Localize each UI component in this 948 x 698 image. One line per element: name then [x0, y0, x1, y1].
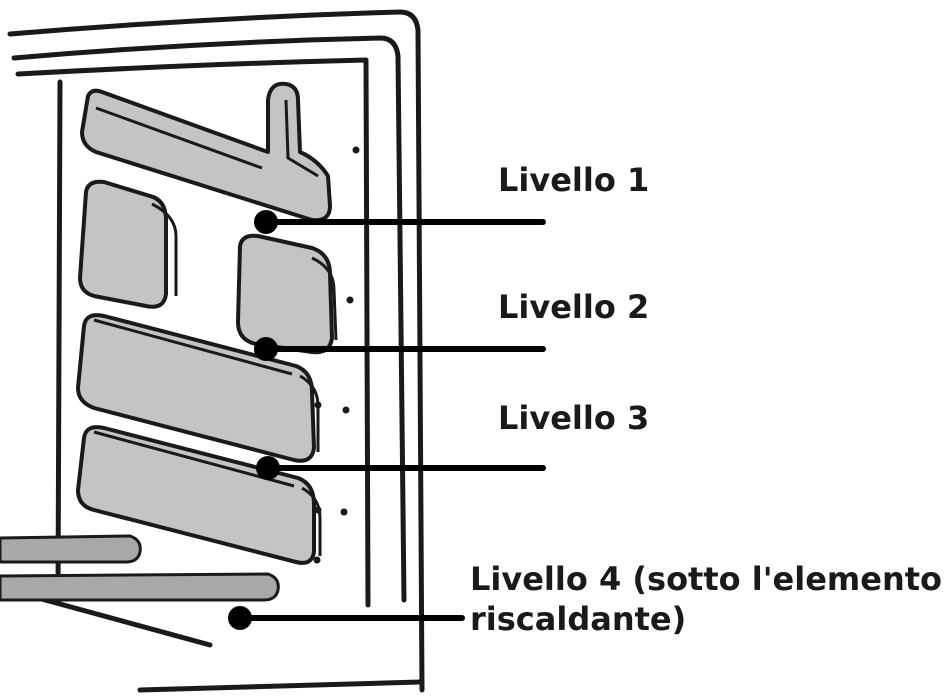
guide-long-lower: [76, 425, 316, 565]
guide-left-square: [78, 179, 168, 309]
level-3-label: Livello 3: [498, 399, 650, 437]
heating-rod-lower: [0, 572, 280, 602]
guide-right-square: [236, 233, 334, 355]
shelf-guides: [76, 81, 338, 565]
oven-cavity-frame: [7, 9, 425, 693]
leader-dot-icon: [254, 210, 278, 234]
level-2-label: Livello 2: [498, 288, 650, 326]
leader-dot-icon: [254, 337, 278, 361]
leader-dots: [228, 210, 280, 630]
leader-dot-icon: [228, 606, 252, 630]
heating-rod-upper: [0, 534, 142, 564]
leader-dot-icon: [256, 456, 280, 480]
heating-element-rods: [0, 534, 280, 602]
leader-lines: [237, 219, 546, 621]
level-4-label: Livello 4 (sotto l'elemento riscaldante): [470, 560, 943, 638]
guide-long-middle: [76, 313, 316, 463]
level-1-label: Livello 1: [498, 161, 650, 199]
guide-level-1-top: [80, 81, 332, 223]
